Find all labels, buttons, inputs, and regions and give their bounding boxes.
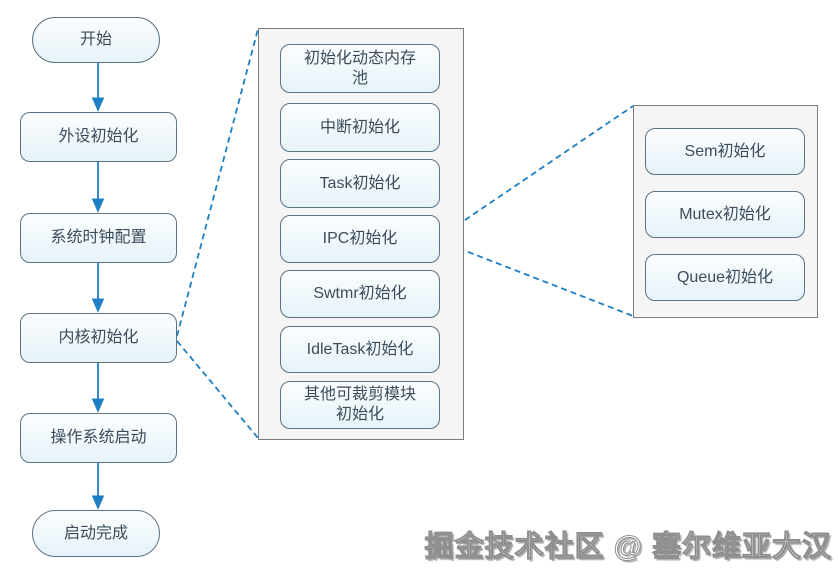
node-idletask-init-label: IdleTask初始化: [306, 340, 414, 358]
node-interrupt-init-label: 中断初始化: [319, 118, 400, 136]
node-queue-init: Queue初始化: [645, 254, 805, 301]
dash-ipc-to-panel-top: [439, 105, 634, 238]
node-mem-pool-init: 初始化动态内存池: [280, 44, 440, 93]
node-mutex-init-label: Mutex初始化: [679, 205, 771, 223]
node-idletask-init: IdleTask初始化: [280, 326, 440, 373]
node-task-init-label: Task初始化: [319, 174, 401, 192]
node-mem-pool-init-label: 初始化动态内存池: [303, 49, 416, 87]
node-kernel-init: 内核初始化: [20, 313, 177, 363]
node-boot-complete-label: 启动完成: [63, 524, 128, 542]
dash-kernel-to-panel-top: [176, 28, 259, 337]
dash-ipc-to-panel-bottom: [439, 240, 634, 317]
node-queue-init-label: Queue初始化: [676, 268, 774, 286]
node-mutex-init: Mutex初始化: [645, 191, 805, 238]
node-os-start: 操作系统启动: [20, 413, 177, 463]
node-sem-init-label: Sem初始化: [684, 142, 766, 160]
node-interrupt-init: 中断初始化: [280, 103, 440, 152]
node-ipc-init: IPC初始化: [280, 215, 440, 263]
node-kernel-init-label: 内核初始化: [58, 329, 139, 346]
node-swtmr-init-label: Swtmr初始化: [313, 285, 407, 302]
node-swtmr-init: Swtmr初始化: [280, 270, 440, 318]
node-peripheral-init-label: 外设初始化: [58, 128, 139, 145]
node-peripheral-init: 外设初始化: [20, 112, 177, 162]
node-other-modules-init-label: 其他可裁剪模块初始化: [303, 386, 416, 423]
dash-kernel-to-panel-bottom: [176, 340, 259, 439]
expansion-connectors: [176, 28, 634, 439]
node-task-init: Task初始化: [280, 159, 440, 208]
node-start: 开始: [32, 17, 160, 63]
node-sem-init: Sem初始化: [645, 128, 805, 175]
node-clock-config-label: 系统时钟配置: [50, 229, 147, 246]
node-clock-config: 系统时钟配置: [20, 213, 177, 263]
node-os-start-label: 操作系统启动: [50, 429, 147, 446]
node-boot-complete: 启动完成: [32, 510, 160, 557]
node-start-label: 开始: [79, 31, 112, 48]
watermark-text: 掘金技术社区 @ 塞尔维亚大汉: [424, 531, 832, 564]
node-ipc-init-label: IPC初始化: [322, 230, 398, 247]
node-other-modules-init: 其他可裁剪模块初始化: [280, 381, 440, 429]
